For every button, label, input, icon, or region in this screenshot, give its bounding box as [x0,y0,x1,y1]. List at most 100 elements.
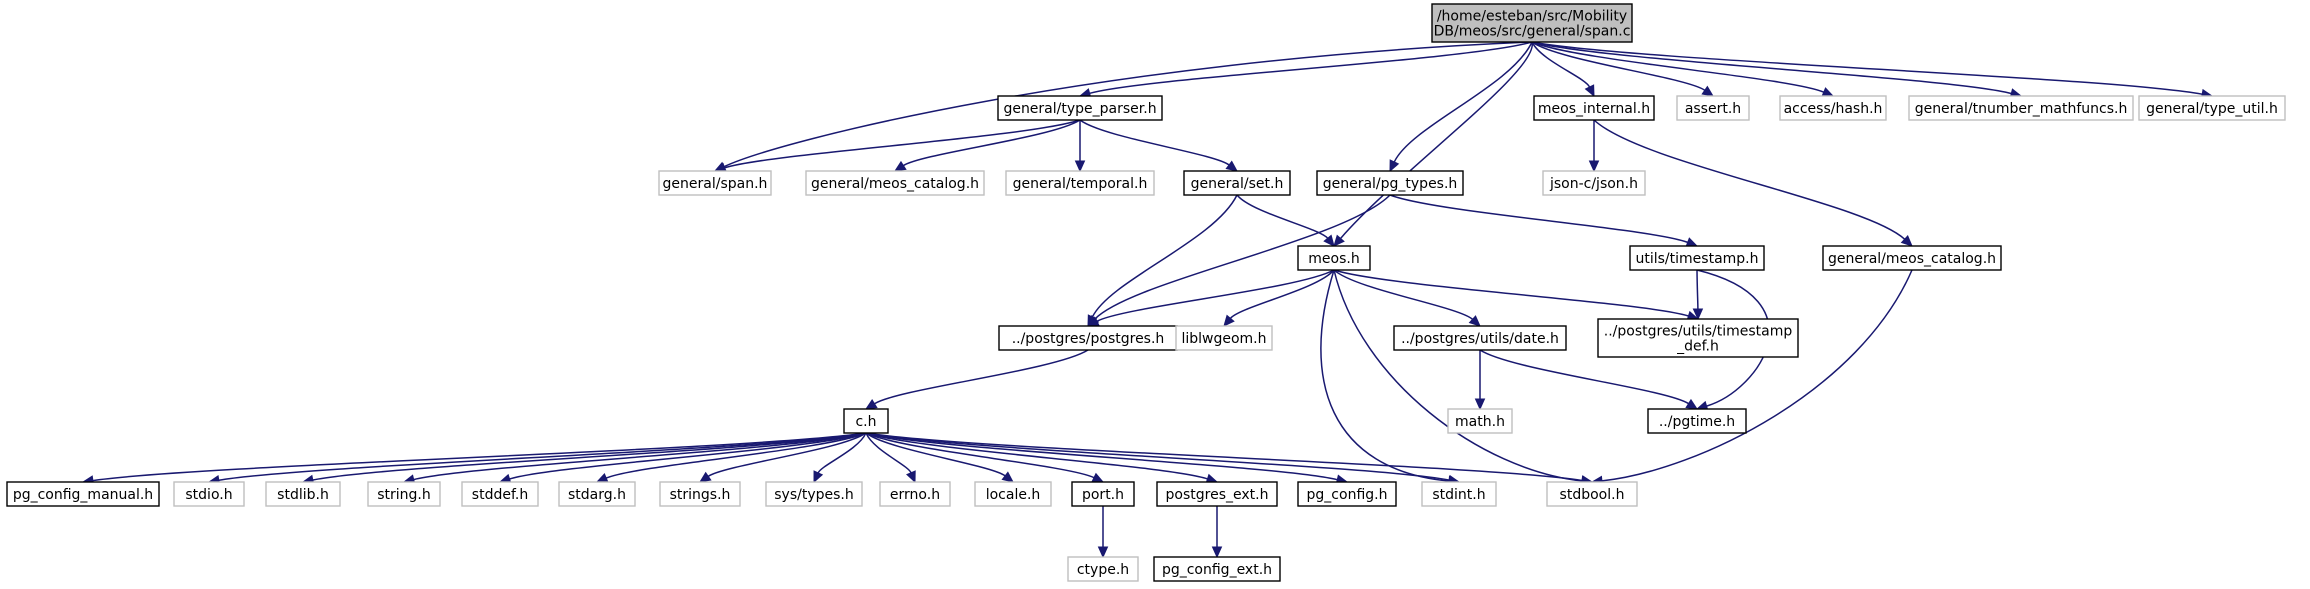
arrowhead-c-h-to-stdarg-h [595,473,609,483]
node-pg-config-h[interactable]: pg_config.h [1297,481,1397,507]
node-c-h[interactable]: c.h [843,408,889,434]
edge-postgres-h-to-c-h [874,349,1089,405]
node-access-hash-h: access/hash.h [1779,95,1887,121]
arrowhead-postgres-ext-h-to-pg-config-ext-h [1211,546,1223,559]
node-box-postgres-ext-h [1156,481,1278,507]
edge-meos-catalog-h-to-stdbool-h [1601,269,1913,482]
node-label-pg-config-h: pg_config.h [1307,487,1388,503]
node-pg-config-ext-h[interactable]: pg_config_ext.h [1153,556,1281,582]
node-timestamp-h[interactable]: utils/timestamp.h [1629,245,1765,271]
edge-pg-types-h-to-timestamp-h [1389,194,1688,244]
arrowhead-meos-h-to-date-h [1468,315,1481,327]
node-timestamp-def-h[interactable]: ../postgres/utils/timestamp_def.h [1597,318,1799,358]
node-assert-h: assert.h [1676,95,1750,121]
node-set-h[interactable]: general/set.h [1183,170,1291,196]
node-label-pg-config-manual-h: pg_config_manual.h [13,487,153,503]
arrowhead-span-c-to-meos-h [1333,234,1345,247]
node-label-postgres-ext-h: postgres_ext.h [1166,487,1269,503]
node-label-set-h: general/set.h [1191,176,1284,192]
node-box-meos-internal-h [1533,95,1655,121]
node-math-h: math.h [1447,408,1513,434]
node-box-meos-catalog-h-ext [805,170,985,196]
node-label-timestamp-def-h: _def.h [1676,339,1719,355]
node-postgres-ext-h[interactable]: postgres_ext.h [1156,481,1278,507]
node-box-port-h [1071,481,1135,507]
node-tnumber-mathfuncs-h: general/tnumber_mathfuncs.h [1908,95,2134,121]
edge-type-parser-h-to-span-h [724,119,1081,169]
node-label-ctype-h: ctype.h [1077,562,1129,578]
node-label-port-h: port.h [1082,487,1124,503]
edge-span-c-to-type-parser-h [1089,41,1533,95]
edge-span-c-to-tnumber-mathfuncs-h [1531,41,2012,95]
arrowhead-postgres-h-to-c-h [864,398,878,410]
node-stdio-h: stdio.h [173,481,245,507]
node-meos-internal-h[interactable]: meos_internal.h [1533,95,1655,121]
node-label-meos-internal-h: meos_internal.h [1538,101,1650,117]
edge-span-c-to-meos-internal-h [1531,41,1591,88]
edge-c-h-to-stdlib-h [312,432,867,481]
node-stdlib-h: stdlib.h [265,481,341,507]
node-box-access-hash-h [1779,95,1887,121]
node-label-meos-catalog-h-ext: general/meos_catalog.h [811,176,979,192]
node-box-type-util-h [2138,95,2286,121]
node-box-pg-config-manual-h [6,481,160,507]
arrowhead-span-c-to-meos-internal-h [1584,84,1595,98]
node-type-util-h: general/type_util.h [2138,95,2286,121]
node-label-type-parser-h: general/type_parser.h [1003,101,1156,117]
node-label-timestamp-def-h: ../postgres/utils/timestamp [1604,324,1793,340]
node-postgres-h[interactable]: ../postgres/postgres.h [998,325,1178,351]
edge-meos-h-to-stdint-h [1320,269,1450,482]
node-pgtime-h[interactable]: ../pgtime.h [1647,408,1747,434]
arrowhead-set-h-to-meos-h [1323,234,1335,247]
node-stdint-h: stdint.h [1421,481,1497,507]
node-string-h: string.h [367,481,441,507]
node-span-h: general/span.h [658,170,772,196]
node-json-h: json-c/json.h [1542,170,1646,196]
node-meos-catalog-h[interactable]: general/meos_catalog.h [1822,245,2002,271]
node-stdbool-h: stdbool.h [1546,481,1638,507]
edge-c-h-to-stdbool-h [865,432,1583,482]
node-label-date-h: ../postgres/utils/date.h [1401,331,1559,347]
arrowhead-c-h-to-port-h [1091,472,1105,483]
node-meos-h[interactable]: meos.h [1297,245,1371,271]
node-box-type-parser-h [997,95,1163,121]
edge-meos-h-to-postgres-h [1096,269,1335,322]
arrowhead-c-h-to-errno-h [906,470,916,484]
node-temporal-h: general/temporal.h [1005,170,1155,196]
node-box-ctype-h [1067,556,1139,582]
node-box-stdlib-h [265,481,341,507]
edge-timestamp-h-to-timestamp-def-h [1696,269,1699,310]
node-label-stdint-h: stdint.h [1432,487,1485,503]
node-box-locale-h [974,481,1052,507]
node-stdarg-h: stdarg.h [558,481,636,507]
node-box-c-h [843,408,889,434]
edge-meos-h-to-timestamp-def-h [1333,269,1689,317]
node-pg-types-h[interactable]: general/pg_types.h [1316,170,1464,196]
edge-set-h-to-meos-h [1236,194,1329,239]
node-label-meos-catalog-h: general/meos_catalog.h [1828,251,1996,267]
edge-meos-internal-h-to-meos-catalog-h [1593,119,1906,240]
node-label-errno-h: errno.h [890,487,940,503]
node-pg-config-manual-h[interactable]: pg_config_manual.h [6,481,160,507]
node-date-h[interactable]: ../postgres/utils/date.h [1393,325,1567,351]
node-port-h[interactable]: port.h [1071,481,1135,507]
node-box-string-h [367,481,441,507]
node-span-c[interactable]: /home/esteban/src/MobilityDB/meos/src/ge… [1431,3,1633,43]
node-box-stdio-h [173,481,245,507]
node-stddef-h: stddef.h [461,481,539,507]
edge-c-h-to-stdarg-h [605,432,867,479]
node-liblwgeom-h: liblwgeom.h [1175,325,1273,351]
arrowhead-span-c-to-access-hash-h [1821,87,1835,97]
node-label-stdlib-h: stdlib.h [277,487,329,503]
node-type-parser-h[interactable]: general/type_parser.h [997,95,1163,121]
node-box-assert-h [1676,95,1750,121]
node-label-assert-h: assert.h [1685,101,1741,117]
node-label-locale-h: locale.h [986,487,1041,503]
node-box-json-h [1542,170,1646,196]
node-box-liblwgeom-h [1175,325,1273,351]
node-label-access-hash-h: access/hash.h [1784,101,1883,117]
node-label-stdbool-h: stdbool.h [1560,487,1625,503]
arrowhead-span-c-to-pg-types-h [1389,159,1400,173]
node-box-meos-catalog-h [1822,245,2002,271]
